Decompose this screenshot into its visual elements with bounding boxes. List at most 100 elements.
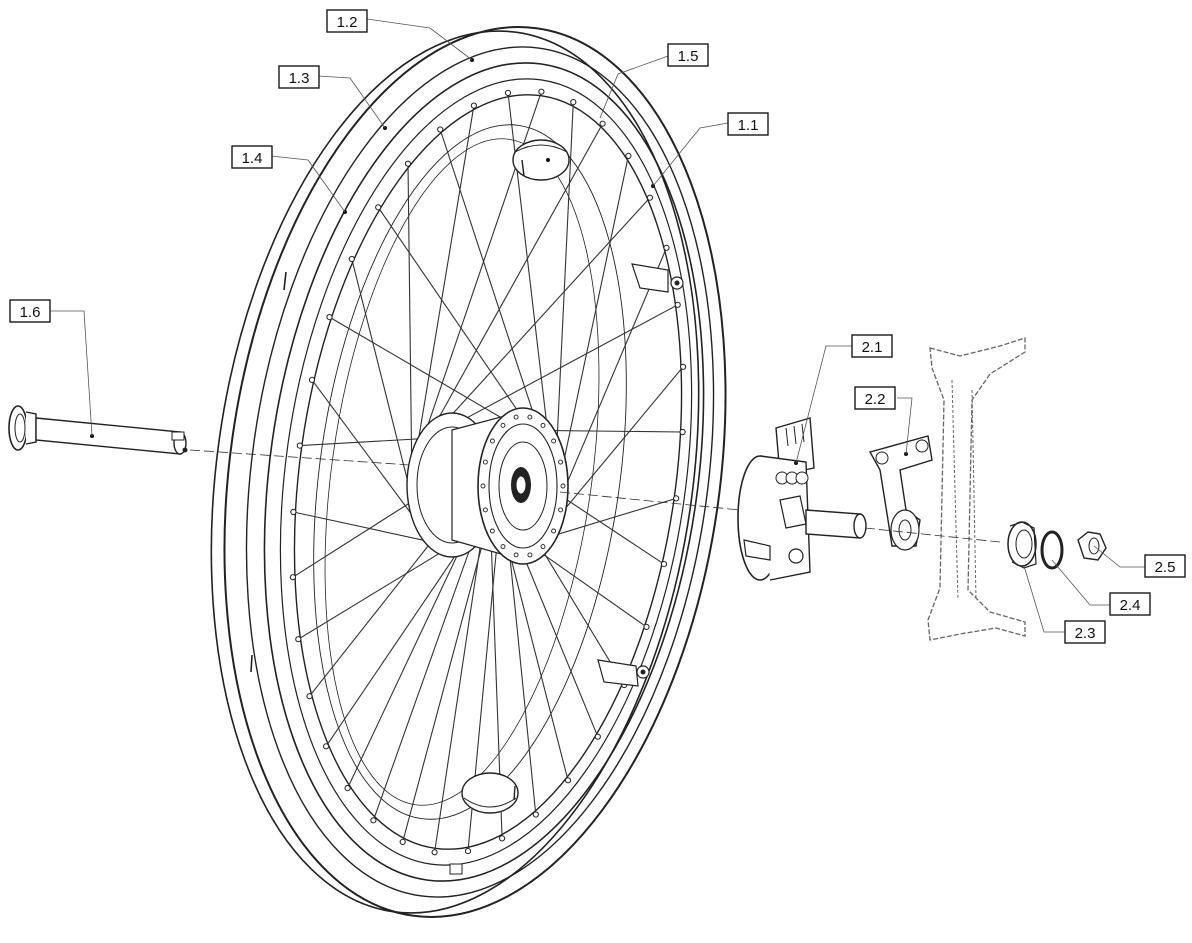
- callout-1-4: 1.4: [231, 145, 273, 169]
- hub-hole: [513, 552, 519, 558]
- spoke: [430, 123, 604, 432]
- spacer-nut: [1007, 521, 1037, 569]
- spoke: [560, 155, 629, 477]
- svg-text:2.2: 2.2: [865, 391, 886, 408]
- spoke: [521, 551, 599, 737]
- frame-section: [927, 337, 1026, 641]
- spoke-nipple: [464, 848, 472, 855]
- svg-text:2.4: 2.4: [1120, 597, 1141, 614]
- spoke-nipple: [404, 160, 412, 167]
- spoke-nipple: [599, 120, 606, 127]
- spoke-nipple: [680, 363, 687, 370]
- spoke: [534, 548, 647, 628]
- hub-hole: [482, 507, 488, 513]
- spoke: [298, 548, 447, 640]
- spoke-nipple: [470, 102, 477, 109]
- spoke-nipple: [673, 495, 680, 502]
- upper-weight: [512, 139, 570, 181]
- spoke-nipple: [290, 508, 297, 516]
- spoke-nipple: [504, 89, 512, 97]
- svg-text:1.2: 1.2: [337, 14, 358, 31]
- hub-hole: [540, 544, 546, 550]
- valve-bottom: [449, 863, 463, 875]
- spoke: [508, 547, 537, 815]
- spoke: [554, 366, 684, 521]
- spoke: [555, 102, 574, 455]
- callout-2-1: 2.1: [851, 334, 893, 358]
- rim-clip-lower: [597, 659, 650, 687]
- callout-1-3: 1.3: [278, 65, 320, 89]
- spoke-nipple: [564, 777, 572, 784]
- callout-2-2: 2.2: [854, 386, 896, 410]
- hub-hole: [489, 528, 495, 534]
- tire-outer: [223, 26, 727, 918]
- spoke: [329, 316, 512, 424]
- hub-hole: [558, 459, 564, 465]
- hub-hole: [489, 438, 495, 444]
- spoke-nipple: [296, 442, 303, 449]
- spoke-nipple: [663, 244, 670, 251]
- hub: [406, 407, 569, 565]
- spoke: [325, 548, 461, 747]
- hub-hole: [527, 414, 533, 420]
- leader-lines: [50, 18, 1145, 633]
- rim-back-2: [324, 138, 600, 806]
- svg-text:1.5: 1.5: [678, 48, 699, 65]
- spoke: [377, 206, 525, 421]
- spoke: [434, 525, 484, 853]
- rim-clip-upper: [631, 263, 684, 293]
- svg-text:1.6: 1.6: [20, 304, 41, 321]
- hub-hole: [558, 507, 564, 513]
- hub-front-ring: [488, 423, 558, 549]
- spoke-nipple: [646, 194, 654, 201]
- lower-weight: [461, 772, 519, 814]
- spoke-nipple: [437, 126, 444, 133]
- svg-text:1.3: 1.3: [289, 70, 310, 87]
- spoke-nipple: [348, 255, 355, 263]
- rim-back: [313, 124, 627, 820]
- spoke: [457, 304, 678, 424]
- spoke: [439, 129, 538, 425]
- hub-hole: [527, 552, 533, 558]
- hub-hole: [551, 528, 557, 534]
- spoke: [351, 258, 416, 510]
- callout-1-1: 1.1: [727, 112, 769, 136]
- hub-hole: [500, 544, 506, 550]
- spoke: [413, 105, 475, 466]
- hub-hole: [540, 422, 546, 428]
- callout-1-2: 1.2: [326, 9, 368, 33]
- spoke-nipple: [625, 152, 632, 159]
- svg-text:2.5: 2.5: [1155, 559, 1176, 576]
- hub-hole: [482, 459, 488, 465]
- spoke: [407, 163, 413, 488]
- spoke-nipple: [375, 204, 382, 211]
- spoke: [546, 497, 677, 539]
- tire-inner: [245, 46, 715, 898]
- spoke: [311, 379, 423, 529]
- spoke-nipple: [538, 88, 545, 95]
- spoke-nipple: [660, 561, 668, 568]
- tire-mark: [283, 271, 287, 291]
- spoke-nipple: [295, 636, 302, 643]
- hub-spoke-holes: [480, 414, 566, 558]
- hub-hole: [560, 483, 566, 489]
- hub-hole: [500, 422, 506, 428]
- spoke-nipple: [323, 743, 330, 750]
- washer: [1040, 530, 1064, 570]
- callout-1-5: 1.5: [667, 43, 709, 67]
- spoke-nipple: [306, 693, 313, 700]
- spoke-nipple: [326, 314, 333, 321]
- mounting-plate: [868, 435, 933, 551]
- spoke-nipple: [679, 428, 686, 436]
- rim-outer: [263, 62, 705, 882]
- axis-centerline: [189, 449, 1001, 543]
- spoke: [507, 92, 549, 437]
- spoke-nipple: [308, 376, 316, 383]
- callout-2-5: 2.5: [1144, 554, 1186, 578]
- spoke-nipple: [370, 817, 377, 824]
- quick-release-axle: [8, 405, 188, 455]
- spoke: [443, 197, 651, 424]
- spoke-nipple: [289, 574, 296, 581]
- spoke: [293, 511, 434, 543]
- rim-inner: [279, 78, 693, 866]
